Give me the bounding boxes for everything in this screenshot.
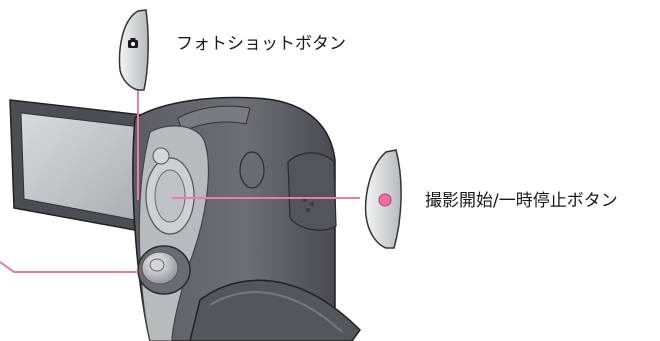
rec-start-stop-button-callout: [364, 149, 402, 249]
dial-leader-line: [0, 261, 138, 273]
rec-start-stop-button-label: 撮影開始/一時停止ボタン: [425, 191, 618, 211]
hand-strap: [189, 279, 361, 341]
mode-dial: [137, 245, 191, 295]
lcd-panel: [9, 99, 163, 236]
leader-lines: [0, 78, 360, 273]
photo-shot-button-callout: [118, 9, 149, 91]
record-dot-icon: [378, 193, 392, 207]
camera-icon: [128, 38, 138, 48]
photo-shot-button-label: フォトショットボタン: [176, 34, 346, 54]
